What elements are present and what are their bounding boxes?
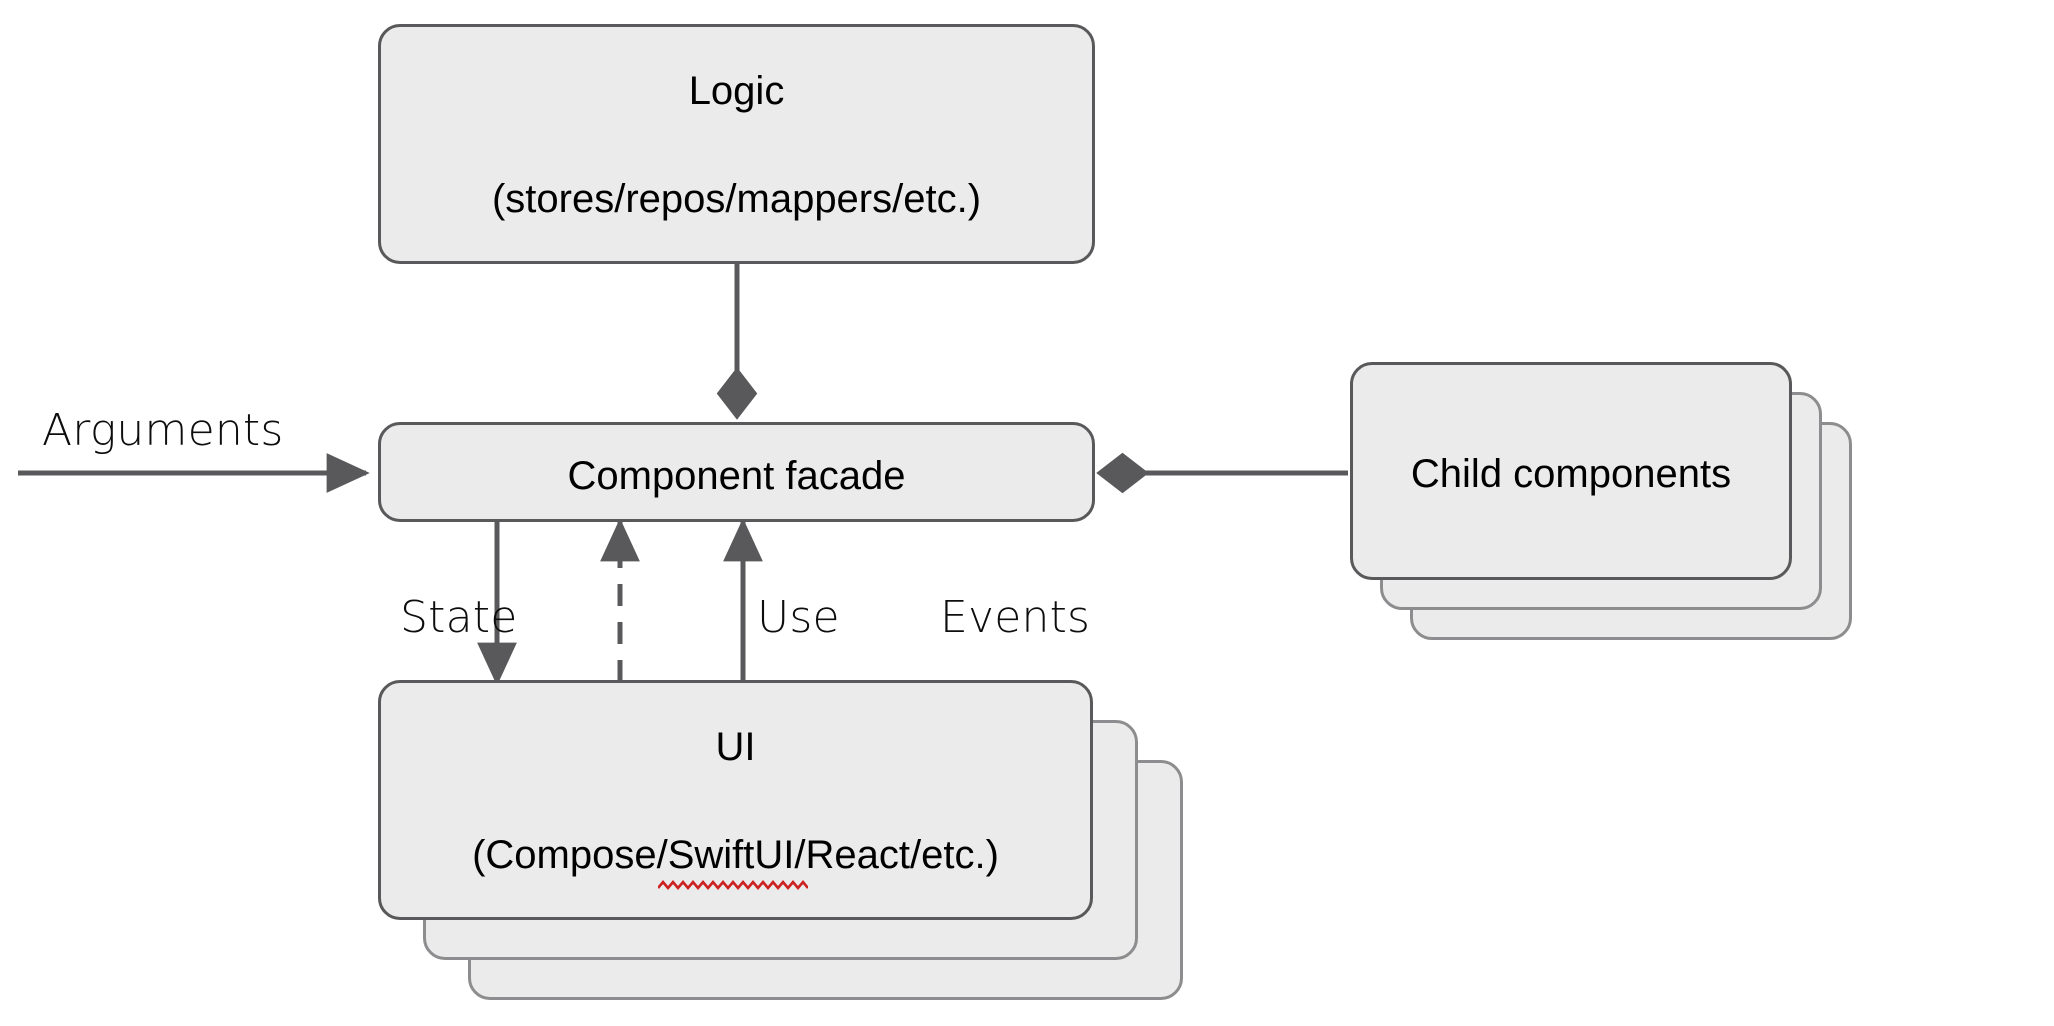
edge-label-use: Use [757,592,840,643]
node-child-components[interactable]: Child components [1350,362,1792,580]
edge-label-events: Events [940,592,1091,643]
node-ui-title: UI [715,725,756,769]
node-ui[interactable]: UI (Compose/SwiftUI/React/etc.) [378,680,1093,920]
node-logic-title: Logic [688,69,785,113]
node-logic[interactable]: Logic (stores/repos/mappers/etc.) [378,24,1095,264]
node-ui-subtitle: (Compose/SwiftUI/React/etc.) [472,833,999,877]
edge-label-arguments: Arguments [42,405,284,456]
node-component-facade-title: Component facade [567,454,906,498]
node-logic-subtitle: (stores/repos/mappers/etc.) [491,177,982,221]
edge-label-state: State [400,592,518,643]
node-child-components-title: Child components [1410,452,1732,496]
node-component-facade[interactable]: Component facade [378,422,1095,522]
spellcheck-underline-icon [658,879,808,891]
